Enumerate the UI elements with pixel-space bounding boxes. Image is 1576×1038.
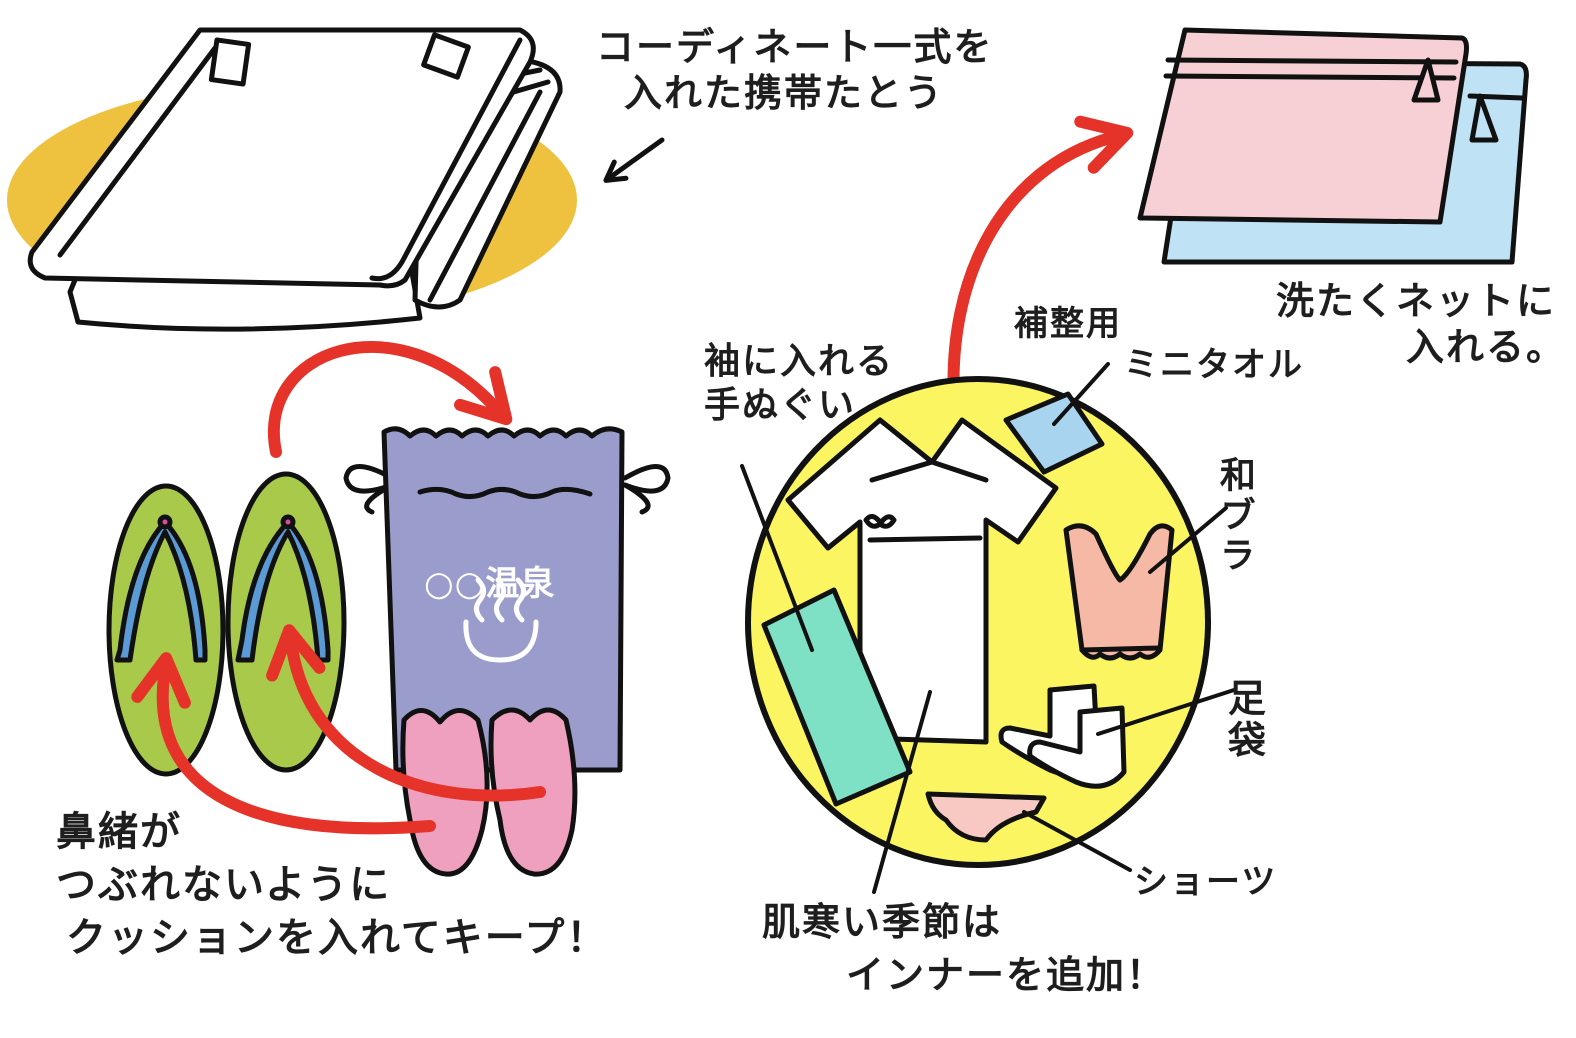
leader-shorts xyxy=(1022,810,1132,872)
bag-tie-right xyxy=(622,464,671,515)
leader-inner xyxy=(872,690,932,894)
slipper-to-right-zori-arrow xyxy=(266,624,546,802)
mini-towel-icon xyxy=(1003,391,1105,475)
laundry-net-blue-pull xyxy=(1469,93,1499,143)
mini-towel-caption-line2: ミニタオル xyxy=(1124,345,1304,386)
folder-top-inner-line xyxy=(57,45,218,258)
inner-caption-line1: 肌寒い季節は xyxy=(762,900,1003,944)
zori-sandal-icon xyxy=(106,471,347,777)
tabi-caption: 足袋 xyxy=(1221,678,1266,762)
hanao-caption: 鼻緒が つぶれないように クッションを入れてキープ！ xyxy=(56,806,608,964)
laundry-net-pink-zipper xyxy=(1163,57,1459,81)
drawstring-bag-icon xyxy=(343,426,671,773)
zori-right-knot xyxy=(280,514,296,530)
tenugui-caption-line1: 袖に入れる xyxy=(704,341,895,382)
tenugui-caption-line2: 手ぬぐい xyxy=(704,384,857,426)
leader-towel xyxy=(1052,362,1110,426)
laundry-net-icon xyxy=(1137,27,1529,265)
leader-lines xyxy=(740,362,1236,894)
folder-caption: コーディネート一式を 入れた携帯たとう xyxy=(596,24,993,117)
zori-right-strap xyxy=(235,519,331,663)
to-laundry-net-arrow xyxy=(947,115,1134,406)
folder-caption-line1: コーディネート一式を xyxy=(596,25,994,69)
folder-caption-line2: 入れた携帯たとう xyxy=(624,71,945,116)
folder-tab-right xyxy=(421,32,471,80)
juban-undershirt-icon xyxy=(785,417,1059,745)
tabi-socks-icon xyxy=(998,683,1127,789)
onsen-bag-label: ○○温泉 xyxy=(424,564,556,604)
hot-spring-icon xyxy=(463,577,539,663)
laundry-net-pink-pull xyxy=(1411,57,1441,103)
leader-tenugui xyxy=(740,464,814,652)
laundry-net-caption: 洗たくネットに 入れる。 xyxy=(1276,278,1566,371)
folder-tab-left xyxy=(208,37,252,87)
folder-top-layer xyxy=(27,27,536,289)
zori-right xyxy=(225,471,347,773)
inner-caption: 肌寒い季節は インナーを追加！ xyxy=(762,896,1166,1002)
mini-towel-caption: 補整用 ミニタオル xyxy=(1014,304,1304,387)
zori-left-strap xyxy=(114,519,208,663)
mini-towel-caption-line1: 補整用 xyxy=(1014,304,1122,344)
sandal-to-bag-arrow xyxy=(268,341,513,458)
zori-left-knot xyxy=(157,514,173,530)
shorts-icon xyxy=(925,791,1047,843)
wafuku-bra-caption: 和ブラ xyxy=(1213,456,1255,576)
laundry-net-caption-line1: 洗たくネットに xyxy=(1276,279,1557,323)
hanao-caption-line3: クッションを入れてキープ！ xyxy=(66,914,609,961)
tenugui-towel-icon xyxy=(761,587,913,807)
hanao-caption-line1: 鼻緒が xyxy=(56,809,182,855)
tenugui-caption: 袖に入れる 手ぬぐい xyxy=(704,340,894,428)
tatoushi-folder-icon xyxy=(7,27,577,332)
laundry-net-caption-line2: 入れる。 xyxy=(1406,325,1567,370)
bag-drawstring-line xyxy=(417,486,593,500)
shorts-caption: ショーツ xyxy=(1134,862,1278,902)
leader-tabi xyxy=(1096,688,1236,736)
folder-pointer-arrow xyxy=(603,137,665,183)
folder-flap-right xyxy=(369,37,523,282)
leader-bra xyxy=(1148,506,1228,574)
wafuku-bra-icon xyxy=(1063,523,1175,661)
slipper-to-left-zori-arrow xyxy=(131,652,436,835)
inner-caption-line2: インナーを追加！ xyxy=(846,953,1167,998)
hanao-caption-line2: つぶれないように xyxy=(56,861,392,908)
